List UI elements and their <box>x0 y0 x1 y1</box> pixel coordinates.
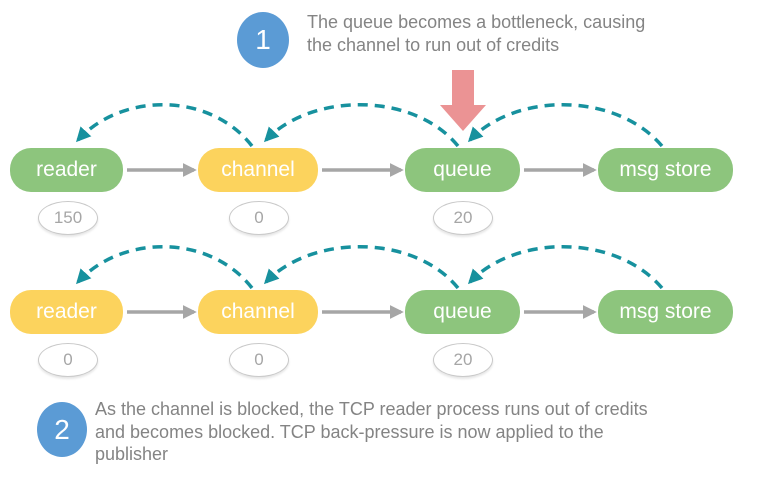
node-queue-row1: queue <box>405 148 520 192</box>
node-reader-row1: reader <box>10 148 123 192</box>
node-label: reader <box>36 300 97 323</box>
step-1-badge: 1 <box>237 12 289 68</box>
bottleneck-arrow-icon <box>440 70 486 131</box>
node-channel-row1: channel <box>198 148 318 192</box>
step-1-number: 1 <box>255 24 271 55</box>
credit-counter-channel-row1: 0 <box>229 201 289 235</box>
credit-counter-queue-row1: 20 <box>433 201 493 235</box>
node-queue-row2: queue <box>405 290 520 334</box>
step-2-number: 2 <box>54 413 70 445</box>
node-label: queue <box>433 158 492 181</box>
credit-arc-msgstore-to-queue-row1 <box>467 103 664 148</box>
node-label: reader <box>36 158 97 181</box>
credit-value: 20 <box>453 350 473 369</box>
step-1-note: The queue becomes a bottleneck, causing … <box>307 12 646 55</box>
node-label: queue <box>433 300 492 323</box>
node-label: msg store <box>619 300 712 323</box>
credit-value: 0 <box>254 350 264 369</box>
credit-value: 150 <box>53 208 83 227</box>
credit-arc-msgstore-to-queue-row2 <box>467 245 664 290</box>
credit-counter-reader-row1: 150 <box>38 201 98 235</box>
node-channel-row2: channel <box>198 290 318 334</box>
credit-value: 20 <box>453 208 473 227</box>
credit-arc-channel-to-reader-row1 <box>76 103 254 148</box>
credit-arc-queue-to-channel-row1 <box>263 103 460 148</box>
node-label: channel <box>221 158 295 181</box>
credit-counter-queue-row2: 20 <box>433 343 493 377</box>
node-label: channel <box>221 300 295 323</box>
credit-arc-queue-to-channel-row2 <box>263 245 460 290</box>
node-label: msg store <box>619 158 712 181</box>
node-msgstore-row2: msg store <box>598 290 733 334</box>
node-reader-row2: reader <box>10 290 123 334</box>
credit-value: 0 <box>254 208 264 227</box>
credit-value: 0 <box>63 350 73 369</box>
step-2-note: As the channel is blocked, the TCP reade… <box>95 399 648 464</box>
step-2-badge: 2 <box>37 402 87 457</box>
credit-arc-channel-to-reader-row2 <box>76 245 254 290</box>
node-msgstore-row1: msg store <box>598 148 733 192</box>
credit-counter-reader-row2: 0 <box>38 343 98 377</box>
credit-counter-channel-row2: 0 <box>229 343 289 377</box>
